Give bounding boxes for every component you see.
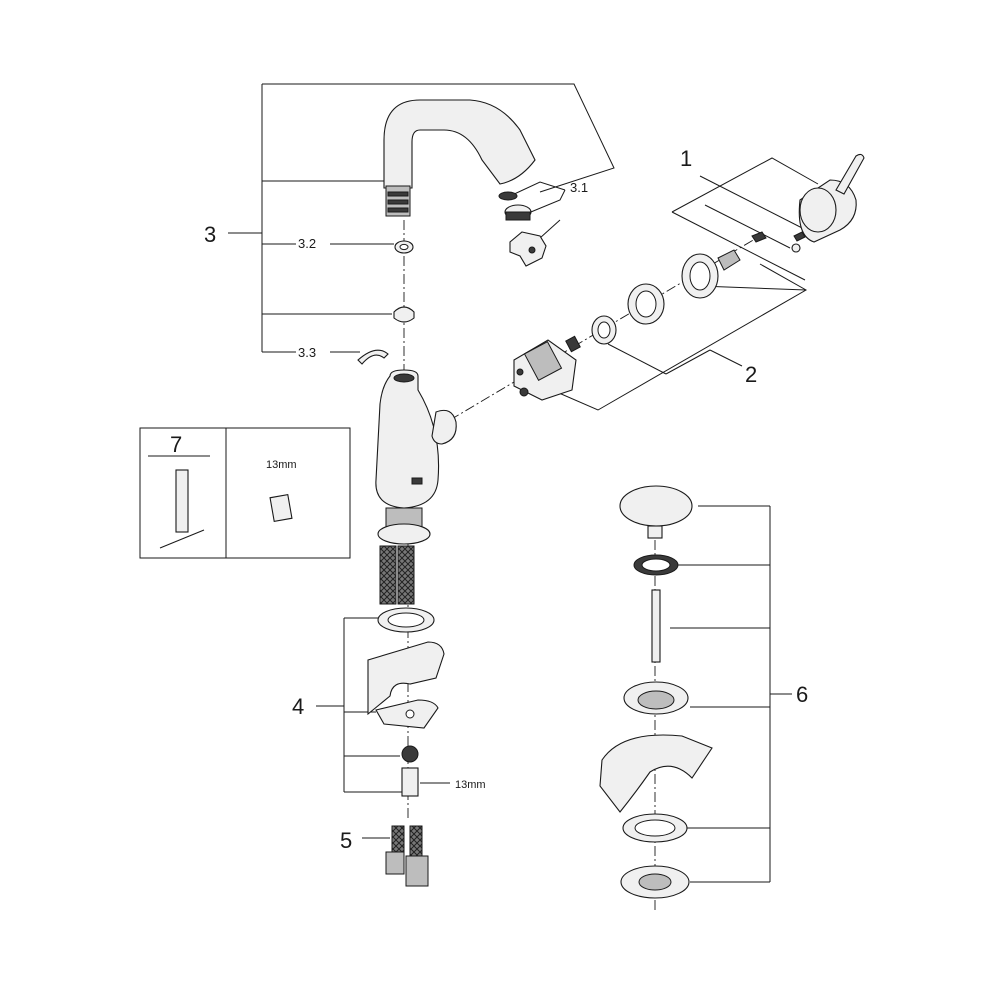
callout-3-1: 3.1 [570, 180, 588, 195]
callout-7: 7 [170, 432, 182, 457]
tool-box [139, 427, 351, 559]
faucet-body [375, 369, 457, 605]
callout-2: 2 [745, 362, 757, 387]
callout-lines [228, 83, 819, 883]
cartridge [513, 335, 581, 401]
callout-3: 3 [204, 222, 216, 247]
aerator-parts [498, 191, 547, 267]
callout-1: 1 [680, 146, 692, 171]
handle [751, 153, 865, 253]
hoses [385, 825, 429, 887]
waste-set [599, 485, 713, 899]
spout [383, 99, 536, 217]
callout-4: 4 [292, 694, 304, 719]
mounting-set [367, 607, 445, 797]
callout-5: 5 [340, 828, 352, 853]
oring-and-clips [357, 240, 415, 365]
callout-3-2: 3.2 [298, 236, 316, 251]
nut-size-label: 13mm [455, 779, 486, 791]
callout-3-3: 3.3 [298, 345, 316, 360]
callout-6: 6 [796, 682, 808, 707]
tool-size-label: 13mm [266, 459, 297, 471]
cartridge-rings [591, 249, 741, 345]
